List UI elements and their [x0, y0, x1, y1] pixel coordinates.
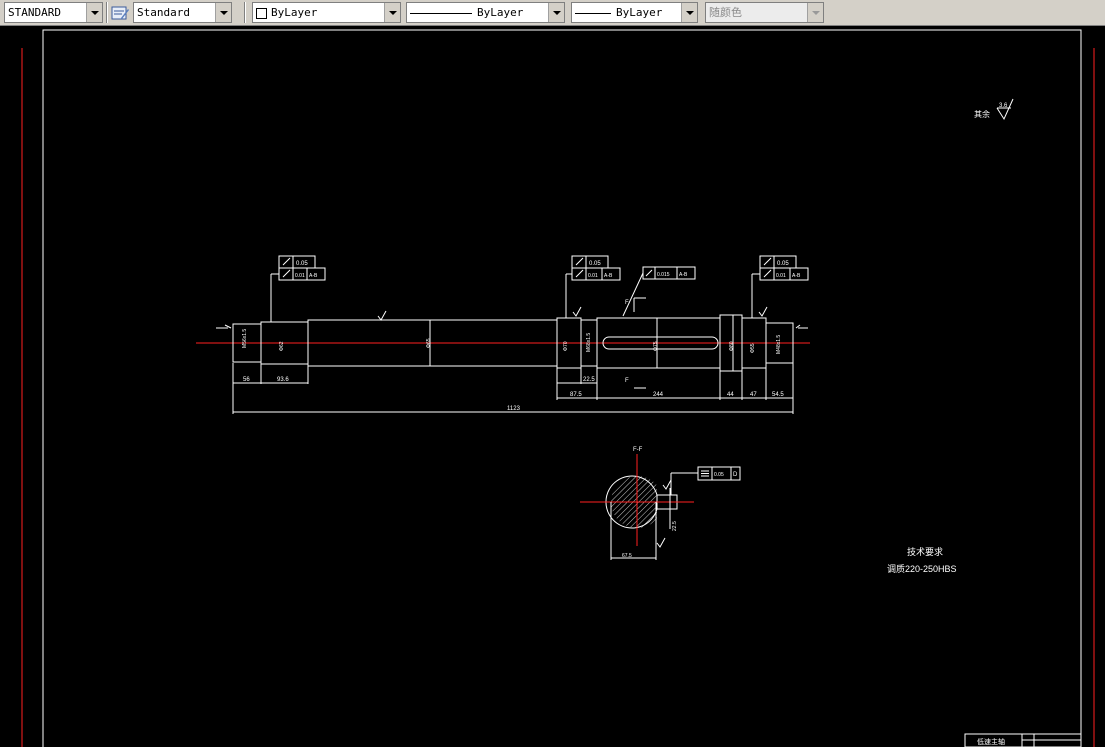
linetype-sample-icon	[410, 12, 472, 14]
tolerance-frame-middle: 0.05 0.01 A-B	[565, 255, 621, 318]
dim-22-5-a: 22.5	[583, 377, 595, 383]
tolerance-frame-section: 0.05 D	[670, 466, 741, 495]
layer-value: ByLayer	[271, 6, 318, 19]
svg-text:Φ55: Φ55	[750, 343, 756, 353]
dim-244: 244	[653, 392, 664, 398]
toolbar-separator	[244, 2, 246, 23]
roughness-value: 3.6	[999, 103, 1008, 109]
svg-text:0.01: 0.01	[295, 273, 305, 279]
svg-text:A-B: A-B	[604, 273, 613, 279]
dim-style-dropdown[interactable]: Standard	[133, 2, 232, 23]
dim-44: 44	[727, 392, 734, 398]
svg-text:A-B: A-B	[792, 273, 801, 279]
svg-text:Φ62: Φ62	[279, 341, 285, 351]
chevron-down-icon[interactable]	[384, 3, 400, 22]
svg-text:0.05: 0.05	[296, 261, 308, 267]
title-block-part-name: 低速主轴	[977, 737, 1005, 746]
svg-text:0.05: 0.05	[777, 261, 789, 267]
toolbar-separator	[106, 2, 108, 23]
chevron-down-icon[interactable]	[86, 3, 102, 22]
drawing-border	[42, 29, 1082, 747]
chevron-down-icon	[807, 3, 823, 22]
svg-text:0.015: 0.015	[657, 272, 670, 278]
lineweight-value: ByLayer	[616, 6, 663, 19]
svg-text:A-B: A-B	[679, 272, 688, 278]
tolerance-frame-left: 0.05 0.01 A-B	[270, 255, 326, 322]
chevron-down-icon[interactable]	[681, 3, 697, 22]
lineweight-dropdown[interactable]: ByLayer	[571, 2, 698, 23]
roughness-ticks	[216, 306, 808, 329]
section-cut-markers	[633, 297, 646, 389]
roughness-symbol: 其余 3.6	[974, 98, 1014, 121]
text-style-dropdown[interactable]: STANDARD	[4, 2, 103, 23]
shaft-profile	[232, 314, 794, 372]
plot-style-value: 随颜色	[709, 6, 742, 19]
section-view: F-F 67.5 22.5	[580, 447, 694, 560]
title-block: 低速主轴	[964, 733, 1082, 747]
tech-requirements-line: 调质220-250HBS	[887, 563, 957, 574]
chevron-down-icon[interactable]	[215, 3, 231, 22]
key-depth-dim: 22.5	[672, 521, 678, 531]
dim-56: 56	[243, 377, 250, 383]
linetype-value: ByLayer	[477, 6, 524, 19]
svg-text:M68x1.5: M68x1.5	[586, 333, 592, 352]
plot-style-dropdown: 随颜色	[705, 2, 824, 23]
dim-93-6: 93.6	[277, 377, 289, 383]
tolerance-frame-right: 0.05 0.01 A-B	[751, 255, 809, 318]
dim-87-5: 87.5	[570, 392, 582, 398]
dim-47: 47	[750, 392, 757, 398]
diameter-dim-lines	[429, 315, 734, 371]
properties-toolbar: STANDARD Standard ByLayer ByLayer ByLaye…	[0, 0, 1105, 26]
section-title: F-F	[633, 447, 643, 453]
dimension-chain	[232, 363, 794, 414]
svg-text:0.05: 0.05	[714, 472, 724, 478]
svg-text:Φ75: Φ75	[653, 341, 659, 351]
svg-text:M48x1.5: M48x1.5	[776, 335, 782, 354]
section-mark-top: F	[625, 300, 629, 306]
tolerance-frame-key: 0.015 A-B	[622, 266, 696, 317]
svg-text:D: D	[733, 472, 738, 478]
diameter-labels: M56x1.5 Φ62 Φ65 Φ70 M68x1.5 Φ75 Φ80 Φ55 …	[242, 329, 782, 354]
svg-text:M56x1.5: M56x1.5	[242, 329, 248, 348]
svg-text:Φ65: Φ65	[426, 338, 432, 348]
linetype-dropdown[interactable]: ByLayer	[406, 2, 565, 23]
tech-requirements-title: 技术要求	[907, 546, 943, 557]
roughness-note: 其余	[974, 109, 990, 119]
color-swatch-icon	[256, 7, 267, 19]
section-width-dim: 67.5	[622, 553, 632, 559]
section-mark-bottom: F	[625, 378, 629, 384]
chevron-down-icon[interactable]	[548, 3, 564, 22]
lineweight-sample-icon	[575, 12, 611, 14]
svg-text:Φ80: Φ80	[729, 341, 735, 351]
svg-text:A-B: A-B	[309, 273, 318, 279]
dim-style-icon[interactable]	[110, 3, 130, 23]
text-style-value: STANDARD	[8, 6, 61, 19]
dim-total: 1123	[507, 406, 521, 412]
svg-text:Φ70: Φ70	[563, 341, 569, 351]
svg-text:0.01: 0.01	[776, 273, 786, 279]
svg-text:0.05: 0.05	[589, 261, 601, 267]
dim-style-value: Standard	[137, 6, 190, 19]
dim-54-5: 54.5	[772, 392, 784, 398]
dimension-text: 56 93.6 22.5 87.5 244 44 47 54.5 1123	[243, 377, 784, 412]
svg-text:0.01: 0.01	[588, 273, 598, 279]
drawing-canvas[interactable]: 其余 3.6 M56x1.5 Φ62 Φ65 Φ70 M68x1.5 Φ75 Φ…	[0, 26, 1105, 747]
layer-color-dropdown[interactable]: ByLayer	[252, 2, 401, 23]
